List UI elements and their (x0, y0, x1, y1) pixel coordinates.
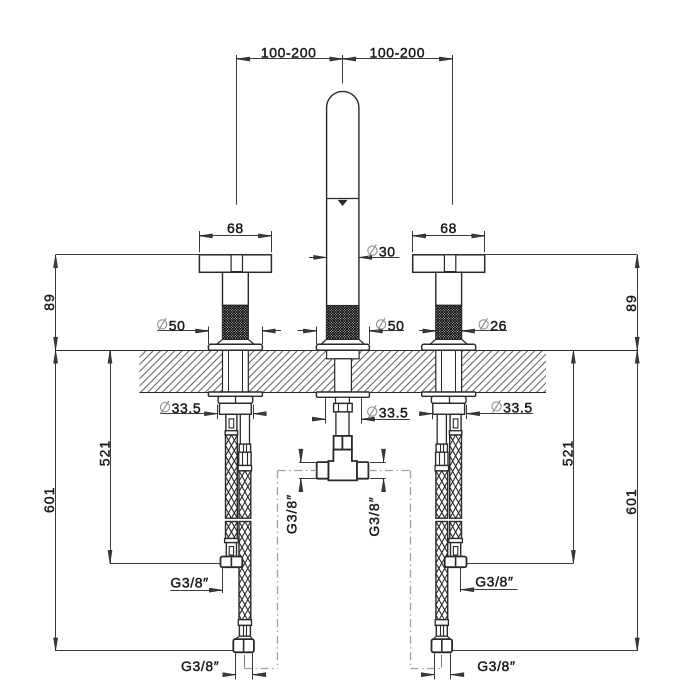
svg-text:50: 50 (388, 317, 405, 333)
svg-text:G3/8″: G3/8″ (181, 658, 219, 674)
svg-text:50: 50 (169, 317, 186, 333)
svg-text:68: 68 (227, 220, 244, 236)
svg-text:100-200: 100-200 (261, 44, 317, 60)
svg-text:G3/8″: G3/8″ (477, 658, 515, 674)
svg-text:89: 89 (41, 293, 57, 311)
svg-text:89: 89 (623, 294, 639, 312)
svg-text:521: 521 (560, 440, 576, 466)
svg-text:601: 601 (623, 488, 639, 514)
svg-text:33.5: 33.5 (503, 399, 533, 415)
svg-text:G3/8″: G3/8″ (475, 574, 513, 590)
svg-text:G3/8″: G3/8″ (283, 494, 299, 534)
svg-text:30: 30 (379, 243, 396, 259)
svg-text:G3/8″: G3/8″ (170, 574, 208, 590)
svg-text:601: 601 (41, 487, 57, 513)
svg-text:33.5: 33.5 (379, 405, 409, 421)
svg-text:521: 521 (97, 440, 113, 466)
svg-text:68: 68 (440, 220, 457, 236)
svg-text:100-200: 100-200 (370, 44, 426, 60)
svg-text:26: 26 (490, 317, 507, 333)
svg-text:33.5: 33.5 (172, 400, 202, 416)
svg-text:G3/8″: G3/8″ (366, 496, 382, 536)
